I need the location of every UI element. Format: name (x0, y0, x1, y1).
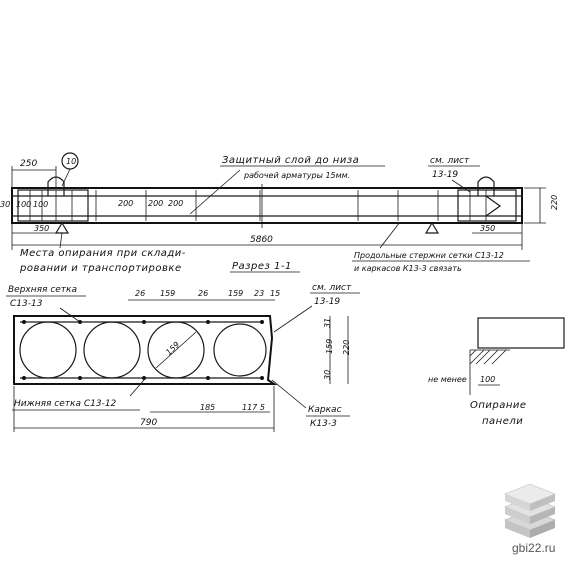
logo-slab-front (530, 507, 555, 524)
note-leader (59, 232, 63, 249)
dim-790: 790 (140, 418, 157, 428)
dim-30: 30 (0, 200, 10, 209)
void-diameter-line (155, 331, 197, 369)
dim-1175: 117 5 (242, 403, 265, 412)
support-caption-2: панели (482, 416, 523, 427)
dim-15: 15 (270, 289, 280, 298)
dim-185: 185 (200, 403, 215, 412)
dim-200-c: 200 (168, 199, 183, 208)
dim-350-right: 350 (480, 224, 495, 233)
cover-note-line-1: Защитный слой до низа (222, 155, 359, 166)
frame-label-1: Каркас (308, 405, 342, 415)
cover-note-line-2: рабочей арматуры 15мм. (243, 171, 350, 180)
right-frame (457, 189, 517, 222)
panel-elevation: 250 10 Защитный слой до низа рабочей арм… (0, 152, 559, 274)
dim-100-a: 100 (16, 200, 31, 209)
rebar-dot (142, 320, 146, 324)
hollow-void (19, 321, 77, 379)
hatch (491, 349, 507, 365)
dim-159-a: 159 (160, 289, 175, 298)
logo-slab-front (530, 494, 555, 511)
label-leader (271, 379, 307, 409)
dim-159-v: 159 (325, 339, 334, 354)
support-mark-right (424, 221, 440, 234)
rebar-dot (206, 320, 210, 324)
dim-100-b: 100 (33, 200, 48, 209)
logo-slab-front (530, 520, 555, 538)
hatch (475, 349, 491, 365)
sheet-ref-leader (273, 305, 313, 333)
panel-outline (11, 187, 523, 224)
hollow-void (147, 321, 205, 379)
lifting-note-line-2: ровании и транспортировке (19, 263, 182, 274)
support-min-value: 100 (480, 375, 495, 384)
top-mesh-label-1: Верхняя сетка (8, 285, 77, 295)
support-mark-left (54, 221, 70, 234)
hatch (469, 349, 477, 357)
support-caption-1: Опирание (470, 400, 527, 411)
dim-220: 220 (550, 195, 559, 210)
hatch (483, 349, 499, 365)
section-sheet-ref-value: 13-19 (314, 297, 340, 307)
dim-159-diag: 159 (164, 340, 181, 357)
dim-5860: 5860 (250, 235, 273, 245)
dim-220-v: 220 (342, 340, 351, 355)
section-sheet-ref-label: см. лист (312, 283, 352, 293)
logo-slab-side (505, 507, 530, 524)
section-title: Разрез 1-1 (232, 261, 292, 272)
hollow-void (213, 323, 267, 377)
callout-10: 10 (66, 157, 76, 166)
dim-159-b: 159 (228, 289, 243, 298)
sheet-ref-leader (451, 179, 471, 193)
rebar-dot (142, 376, 146, 380)
rods-note-line-1: Продольные стержни сетки С13-12 (354, 251, 504, 260)
watermark-text: gbi22.ru (512, 541, 555, 555)
support-min-label: не менее (428, 375, 467, 384)
right-lifting-loop (477, 176, 495, 196)
hatch (469, 349, 485, 365)
sheet-ref-label: см. лист (430, 156, 470, 166)
dim-350-left: 350 (34, 224, 49, 233)
support-detail: не менее 100 Опирание панели (428, 317, 565, 427)
dim-200-b: 200 (148, 199, 163, 208)
note-leader (189, 169, 241, 215)
callout-leader (61, 168, 71, 187)
dim-23: 23 (254, 289, 264, 298)
dim-26-b: 26 (198, 289, 208, 298)
frame-label-2: К13-3 (310, 419, 337, 429)
rods-note-line-2: и каркасов К13-3 связать (354, 264, 462, 273)
bottom-mesh-label: Нижняя сетка С13-12 (14, 399, 117, 409)
top-mesh-label-2: С13-13 (10, 299, 43, 309)
panel-end (477, 317, 565, 349)
left-frame (17, 189, 89, 222)
rebar-dot (260, 376, 264, 380)
label-leader (59, 307, 81, 323)
rebar-dot (22, 376, 26, 380)
site-logo (503, 483, 557, 538)
logo-slab-side (505, 494, 530, 511)
dim-200-a: 200 (118, 199, 133, 208)
logo-slab-side (505, 520, 530, 538)
right-end-wire (485, 195, 502, 217)
dim-26-a: 26 (135, 289, 145, 298)
sheet-ref-value: 13-19 (432, 170, 458, 180)
dim-250: 250 (20, 159, 37, 169)
note-leader (379, 221, 401, 249)
hollow-void (83, 321, 141, 379)
rebar-dot (206, 376, 210, 380)
dim-31: 31 (323, 318, 332, 328)
lifting-note-line-1: Места опирания при склади- (20, 248, 186, 259)
rebar-dot (260, 320, 264, 324)
rebar-dot (22, 320, 26, 324)
panel-cross-section: 159 Верхняя сетка С13-13 26 159 26 159 2… (6, 283, 360, 432)
dim-30-v: 30 (323, 370, 332, 380)
label-leader (129, 379, 145, 397)
rebar-dot (78, 376, 82, 380)
section-outline (13, 315, 278, 385)
